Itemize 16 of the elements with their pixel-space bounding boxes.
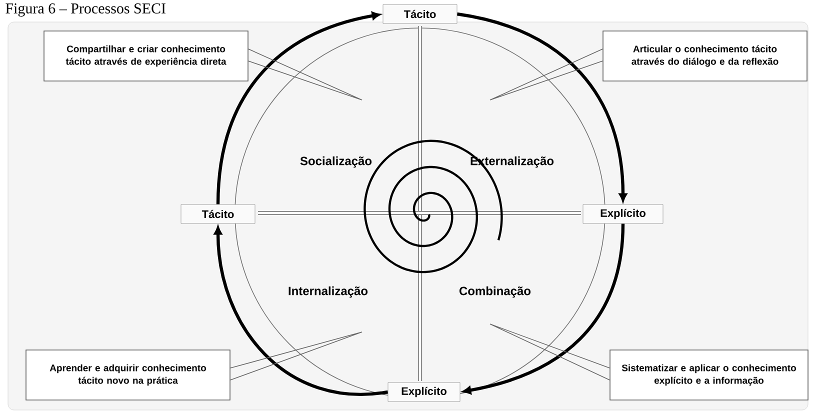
cycle-arrow [214,226,388,396]
callout-box: Compartilhar e criar conhecimento tácito através de experiência direta [44,30,248,82]
figure-title: Figura 6 – Processos SECI [6,3,166,17]
axis-label-box: Explícito [582,204,664,224]
axis-label-box: Tácito [382,4,458,24]
quadrant-label: Combinação [459,286,531,298]
quadrant-label: Socialização [300,156,372,168]
quadrant-label: Internalização [288,286,368,298]
callout-box: Articular o conhecimento tácito através do diálogo e da reflexão [602,30,808,82]
cycle-arrow [456,12,627,202]
cycle-arrow [216,12,380,204]
cycle-arrow [462,224,625,394]
callout-box: Sistematizar e aplicar o conhecimento explícito e a informação [610,350,808,400]
callout-box: Aprender e adquirir conhecimento tácito novo na prática [26,350,230,400]
axis-label-box: Explícito [388,382,460,402]
axis-label-box: Tácito [180,204,256,224]
